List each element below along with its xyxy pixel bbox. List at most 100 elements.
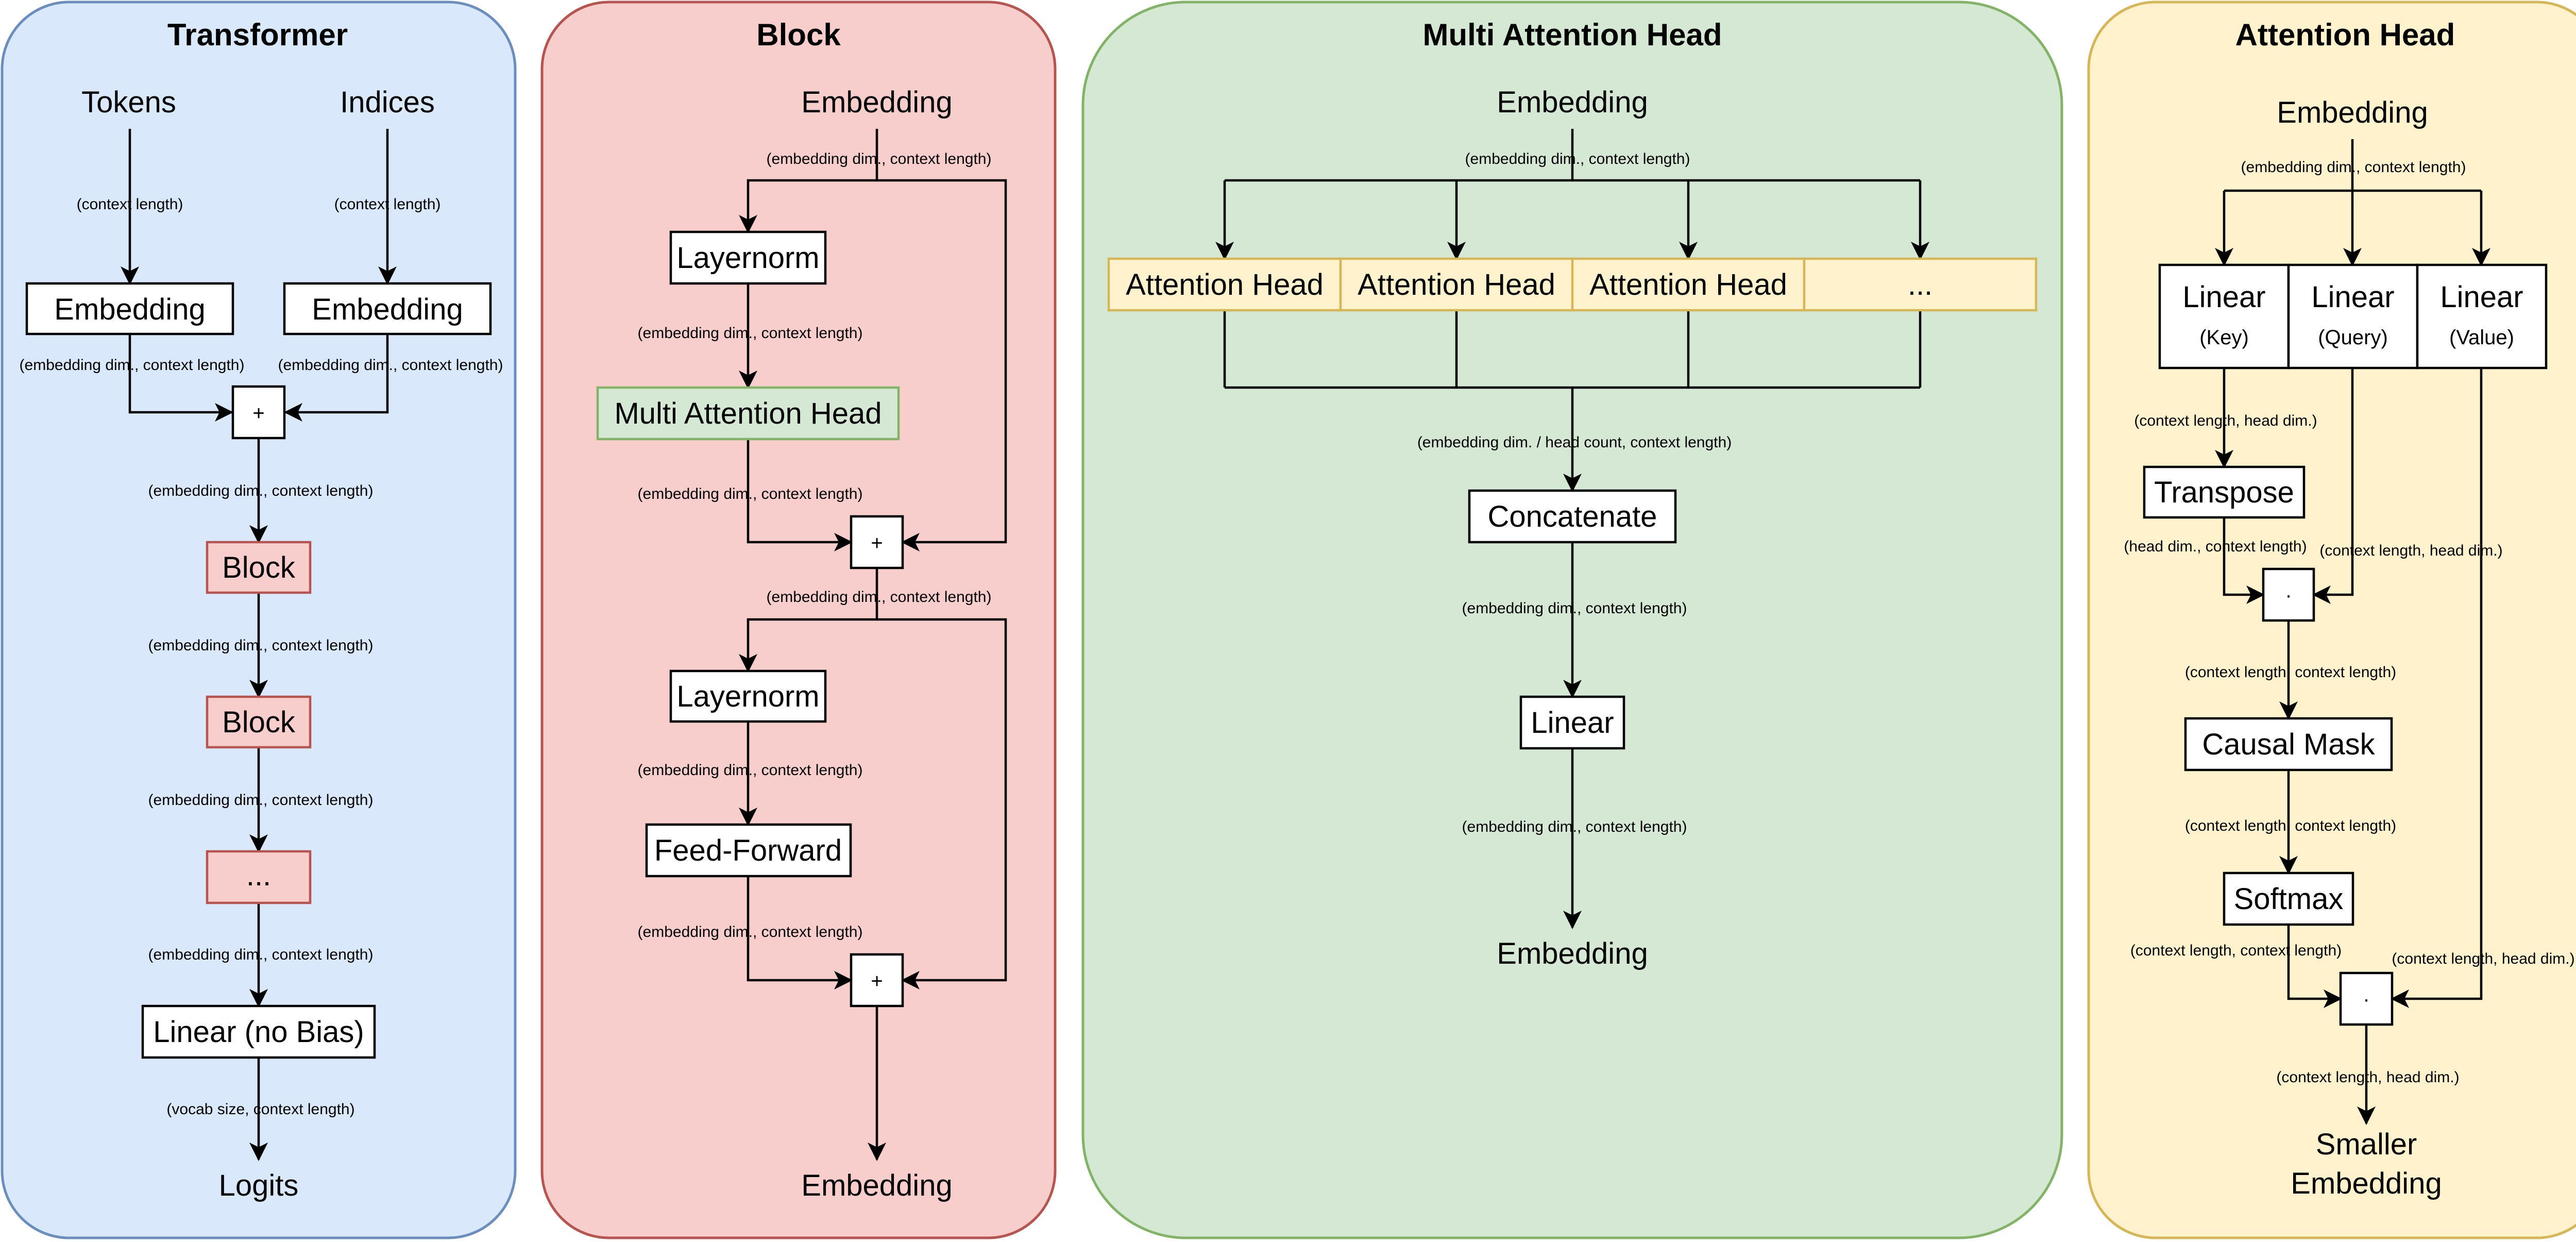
softmax-node: Softmax [2234,882,2344,916]
attention-head-box [1107,257,1342,312]
linear-key-box [2158,263,2290,370]
linear-query-sub: (Query) [2318,326,2388,349]
edge-label: (context length, context length) [2185,664,2396,681]
edge-embed-right-plus [284,334,389,422]
edge-ff-plus2 [747,876,853,989]
embedding-node: Embedding [312,293,463,326]
edge-label: (context length, context length) [2130,942,2342,959]
plus-node-box [850,953,904,1008]
embedding-node: Embedding [54,293,205,326]
transpose-node-box [2143,465,2306,519]
edge-label: (embedding dim., context length) [148,482,374,499]
attention-head-box [1339,257,1574,312]
edge-transpose-dot [2223,517,2265,604]
tokens-node: Tokens [81,86,176,119]
linear-node-box [141,1004,376,1059]
panel-multi-attention-head: Multi Attention Head Embedding (embeddin… [1081,1,2063,1239]
attention-head-node: Attention Head [1589,268,1787,301]
edge-to-layernorm2 [739,618,877,673]
edge-label: (embedding dim., context length) [20,357,245,374]
embedding-in-node: Embedding [801,86,952,119]
edge-label: (embedding dim. / head count, context le… [1417,434,1732,451]
edge-split-top [875,129,1007,551]
plus-node: + [871,532,883,555]
edge-embed-left-plus [128,334,233,422]
attention-head-node: Attention Head [1358,268,1555,301]
embedding-out-node: Embedding [1497,937,1648,970]
edge-label: (context length, head dim.) [2134,412,2317,429]
smaller-embedding-line2: Embedding [2291,1167,2442,1200]
embedding-in-node: Embedding [2277,96,2428,129]
layernorm-node-box [669,230,827,285]
linear-value-sub: (Value) [2449,326,2514,349]
transpose-node: Transpose [2154,476,2294,509]
edge-softmax-dot [2287,925,2342,1008]
panel-title: Attention Head [2235,18,2455,52]
linear-node: Linear (no Bias) [153,1015,364,1049]
edge-label: (embedding dim., context length) [148,946,374,963]
linear-node: Linear [1531,706,1614,740]
edge-mha-plus1 [747,439,853,551]
mha-node: Multi Attention Head [614,397,882,430]
embedding-in-node: Embedding [1497,86,1648,119]
dot-node-box [2262,567,2315,622]
layernorm-node-box [669,669,827,723]
plus-node-box [231,385,286,440]
edge-label: (embedding dim., context length) [1462,818,1687,835]
edge-label: (embedding dim., context length) [1465,150,1690,167]
edge-label: (embedding dim., context length) [2241,159,2466,176]
indices-node: Indices [340,86,435,119]
linear-key-node: Linear [2182,280,2265,314]
dot-node: · [2285,584,2292,607]
edge-label: (context length, head dim.) [2276,1069,2459,1086]
edge-label: (embedding dim., context length) [638,325,863,342]
plus-node-box [850,515,904,569]
edge-label: (embedding dim., context length) [767,150,992,167]
edge-query-dot [2312,368,2354,604]
panel-title: Multi Attention Head [1422,18,1722,52]
panel-attention-head: Attention Head Embedding (embedding dim.… [2087,1,2576,1239]
linear-key-sub: (Key) [2199,326,2249,349]
attention-head-box [1803,257,2038,312]
edge-label: (context length) [334,196,441,213]
ellipsis-node: ... [246,859,271,892]
panel-title: Block [756,18,841,52]
block-node: Block [222,551,296,584]
edge-label: (embedding dim., context length) [638,762,863,779]
edge-label: (context length, context length) [2185,817,2396,834]
edge-label: (context length) [77,196,183,213]
block-node-box [206,541,312,594]
attention-head-node: Attention Head [1126,268,1324,301]
edge-plus1-split [875,568,1007,989]
mha-node-box [596,386,900,441]
edge-label: (context length, head dim.) [2392,950,2574,967]
edge-label: (vocab size, context length) [166,1101,354,1118]
linear-query-box [2287,263,2419,370]
edge-label: (embedding dim., context length) [278,357,503,374]
block-node: Block [222,706,296,739]
causal-mask-node: Causal Mask [2202,728,2375,761]
layernorm-node: Layernorm [676,680,819,713]
edge-label: (embedding dim., context length) [148,792,374,809]
plus-node: + [252,402,264,425]
edge-label: (head dim., context length) [2124,538,2307,555]
embedding-node-box [25,282,234,335]
attention-head-ellipsis: ... [1908,268,1933,301]
plus-node: + [871,970,883,993]
embedding-node-box [283,282,492,335]
ff-node: Feed-Forward [654,834,842,867]
edge-label: (embedding dim., context length) [767,589,992,606]
panel-attention-head-bg [2087,1,2576,1239]
embedding-out-node: Embedding [801,1169,952,1202]
edge-label: (embedding dim., context length) [148,637,374,654]
edge-value-dot [2391,368,2483,1008]
dot-node: · [2363,988,2369,1011]
concatenate-node-box [1468,489,1677,544]
ellipsis-node-box [206,850,312,904]
linear-node-box [1519,695,1625,750]
edge-label: (embedding dim., context length) [1462,600,1687,617]
panel-title: Transformer [167,18,348,52]
ff-node-box [645,823,852,878]
layernorm-node: Layernorm [676,241,819,275]
